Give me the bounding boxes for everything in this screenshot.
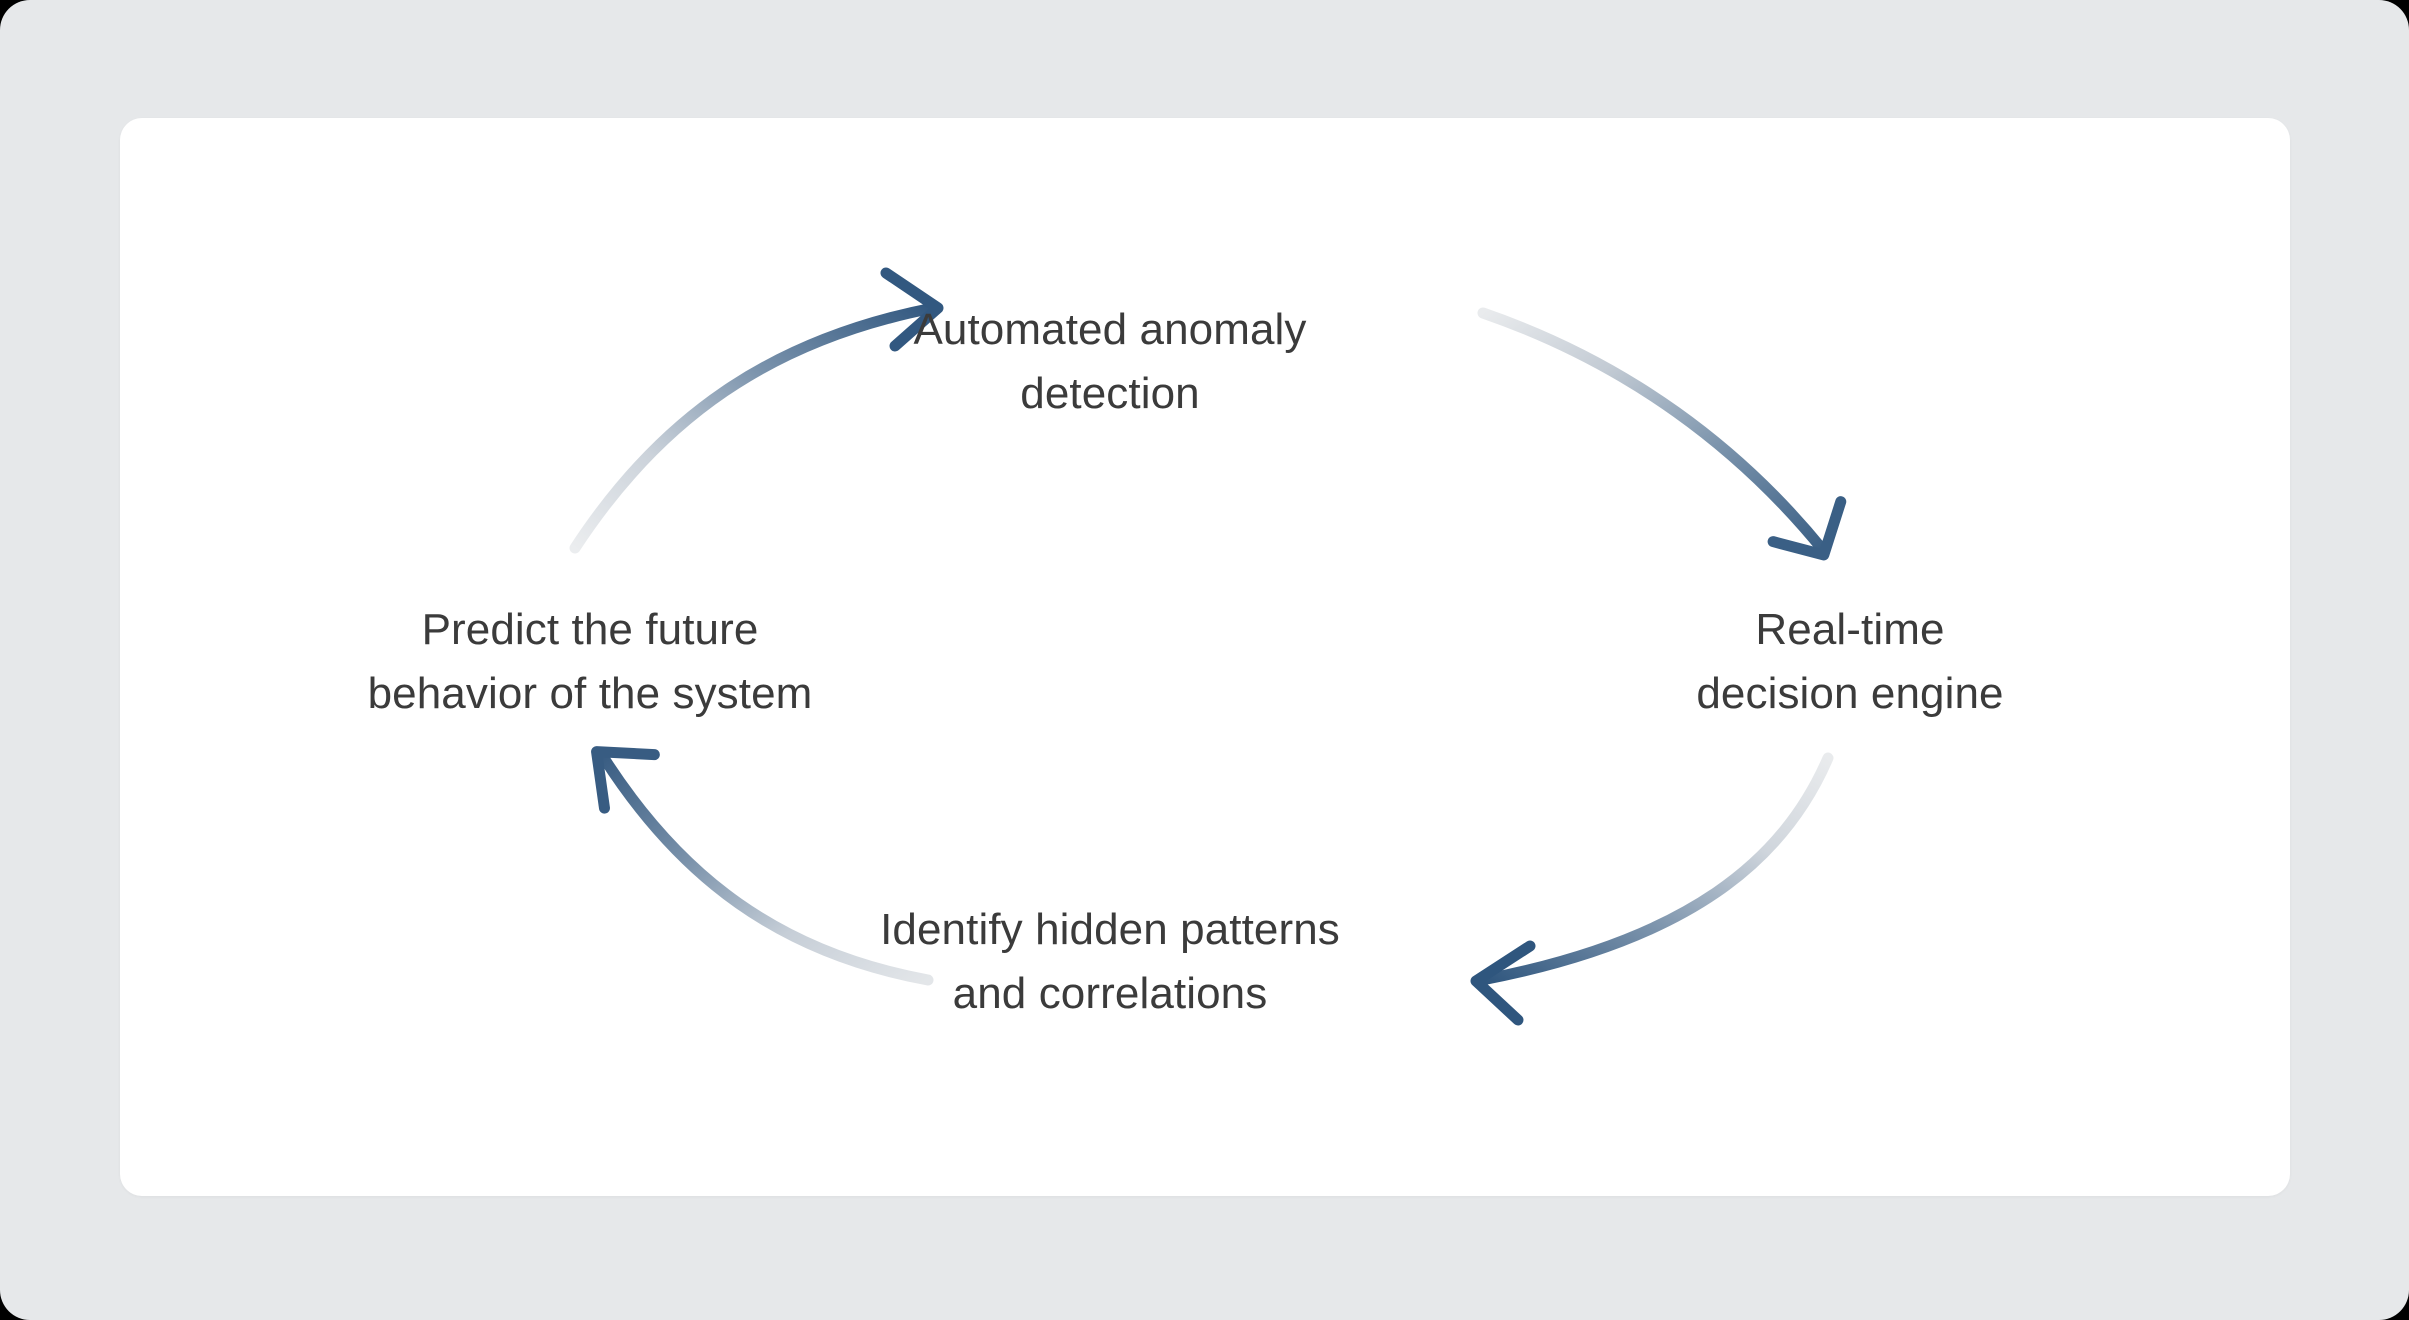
arrow-top-to-right-head bbox=[1767, 496, 1847, 561]
arrow-left-to-top-head bbox=[880, 267, 944, 352]
node-label-identify-hidden-patterns: Identify hidden patterns and correlation… bbox=[880, 905, 1340, 1018]
arrow-right-to-bottom bbox=[1470, 752, 1834, 1026]
node-label-real-time-decision-engine: Real-time decision engine bbox=[1696, 605, 2004, 718]
arrow-right-to-bottom-head bbox=[1470, 940, 1536, 1026]
node-label-automated-anomaly-detection: Automated anomaly detection bbox=[913, 305, 1307, 418]
arrow-bottom-to-left-path bbox=[596, 749, 934, 986]
node-label-predict-future-behavior: Predict the future behavior of the syste… bbox=[367, 605, 813, 718]
diagram-card: Automated anomaly detection Real-time de… bbox=[120, 118, 2290, 1196]
arrow-left-to-top-path bbox=[569, 302, 939, 554]
arrow-top-to-right bbox=[1477, 307, 1847, 561]
cycle-diagram-svg bbox=[569, 267, 1847, 1026]
diagram-stage: Automated anomaly detection Real-time de… bbox=[120, 118, 2290, 1196]
arrow-left-to-top bbox=[569, 267, 944, 554]
arrow-bottom-to-left bbox=[591, 746, 934, 986]
arrow-right-to-bottom-path bbox=[1476, 752, 1834, 986]
arrow-bottom-to-left-head bbox=[591, 746, 660, 814]
arrow-top-to-right-path bbox=[1477, 307, 1829, 556]
